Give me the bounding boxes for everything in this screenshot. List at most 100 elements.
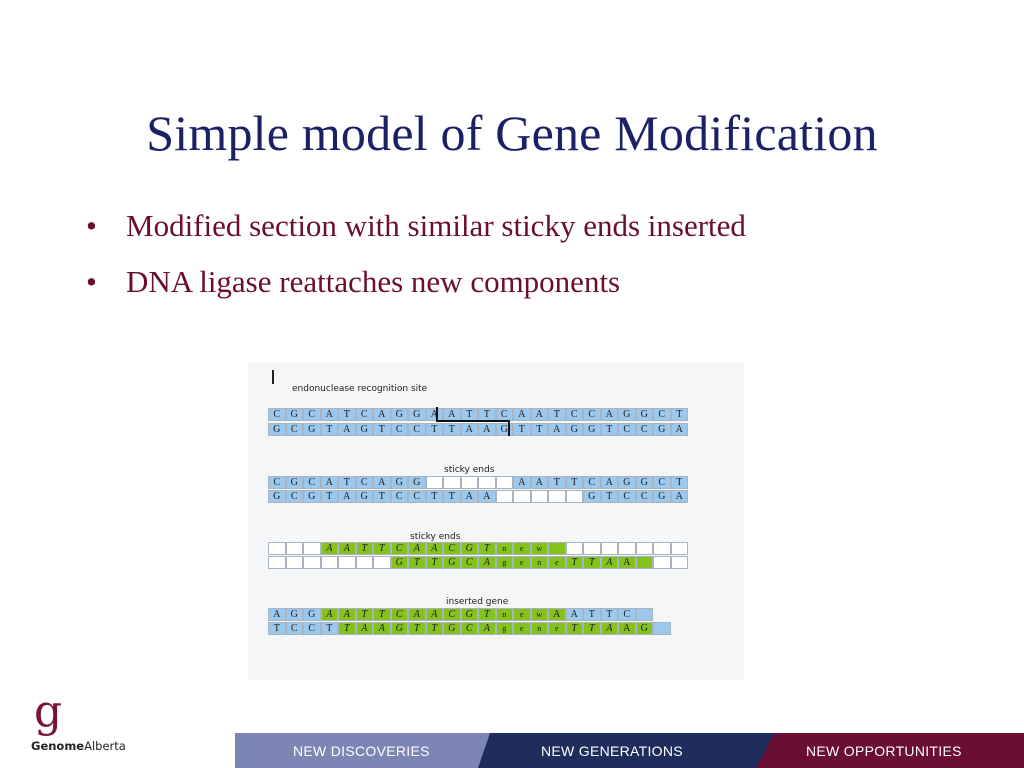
logo-wordmark: GenomeAlberta: [31, 739, 126, 753]
nucleotide-cell: A: [565, 608, 583, 621]
nucleotide-cell: G: [390, 408, 408, 421]
nucleotide-cell: A: [600, 408, 618, 421]
nucleotide-cell: [653, 556, 671, 569]
bullet-dot-icon: •: [86, 264, 97, 299]
nucleotide-cell: T: [320, 423, 338, 436]
nucleotide-cell: C: [285, 423, 303, 436]
nucleotide-cell: G: [443, 556, 461, 569]
nucleotide-cell: C: [583, 408, 601, 421]
nucleotide-cell: A: [670, 423, 688, 436]
nucleotide-cell: C: [443, 608, 461, 621]
nucleotide-cell: G: [408, 476, 426, 489]
nucleotide-cell: [530, 490, 548, 503]
nucleotide-cell: C: [390, 423, 408, 436]
nucleotide-cell: T: [548, 408, 566, 421]
nucleotide-cell: G: [355, 423, 373, 436]
nucleotide-cell: C: [285, 490, 303, 503]
nucleotide-cell: [548, 542, 566, 555]
bullet-text: DNA ligase reattaches new components: [126, 264, 621, 299]
nucleotide-cell: C: [268, 476, 286, 489]
nucleotide-cell: G: [285, 408, 303, 421]
nucleotide-cell: A: [548, 423, 566, 436]
nucleotide-cell: A: [618, 556, 636, 569]
nucleotide-cell: A: [600, 476, 618, 489]
nucleotide-cell: T: [425, 622, 443, 635]
nucleotide-cell: G: [408, 408, 426, 421]
nucleotide-cell: G: [443, 622, 461, 635]
nucleotide-cell: G: [460, 608, 478, 621]
nucleotide-cell: G: [390, 556, 408, 569]
nucleotide-cell: [373, 556, 391, 569]
nucleotide-cell: [635, 542, 653, 555]
footer-band-discoveries: NEW DISCOVERIES: [235, 733, 515, 768]
nucleotide-cell: A: [548, 608, 566, 621]
nucleotide-cell: C: [618, 608, 636, 621]
nucleotide-cell: A: [670, 490, 688, 503]
nucleotide-cell: T: [425, 490, 443, 503]
cut-bracket: [436, 420, 509, 422]
nucleotide-cell: w: [530, 542, 548, 555]
nucleotide-cell: A: [478, 622, 496, 635]
nucleotide-cell: G: [653, 423, 671, 436]
slide-title: Simple model of Gene Modification: [146, 105, 878, 161]
bullet-item: • DNA ligase reattaches new components: [82, 264, 842, 300]
logo-word-alberta: Alberta: [84, 739, 126, 753]
nucleotide-cell: [268, 542, 286, 555]
nucleotide-cell: T: [355, 542, 373, 555]
logo-word-genome: Genome: [31, 739, 85, 753]
nucleotide-cell: G: [635, 622, 653, 635]
nucleotide-cell: G: [583, 423, 601, 436]
nucleotide-cell: [460, 476, 478, 489]
nucleotide-cell: A: [408, 608, 426, 621]
nucleotide-cell: [600, 542, 618, 555]
nucleotide-cell: [268, 556, 286, 569]
nucleotide-cell: A: [338, 608, 356, 621]
nucleotide-cell: A: [513, 476, 531, 489]
nucleotide-cell: T: [320, 622, 338, 635]
nucleotide-cell: A: [425, 542, 443, 555]
nucleotide-cell: G: [303, 608, 321, 621]
nucleotide-cell: T: [478, 608, 496, 621]
nucleotide-cell: C: [390, 490, 408, 503]
nucleotide-cell: A: [478, 423, 496, 436]
nucleotide-cell: [548, 490, 566, 503]
nucleotide-cell: C: [460, 622, 478, 635]
nucleotide-cell: A: [373, 408, 391, 421]
nucleotide-cell: [338, 556, 356, 569]
nucleotide-cell: A: [355, 622, 373, 635]
nucleotide-cell: T: [670, 476, 688, 489]
nucleotide-cell: G: [618, 476, 636, 489]
nucleotide-cell: n: [530, 622, 548, 635]
nucleotide-cell: T: [425, 556, 443, 569]
nucleotide-cell: A: [338, 490, 356, 503]
nucleotide-cell: G: [495, 423, 513, 436]
nucleotide-cell: w: [530, 608, 548, 621]
nucleotide-cell: G: [565, 423, 583, 436]
nucleotide-cell: A: [320, 542, 338, 555]
nucleotide-cell: C: [495, 408, 513, 421]
nucleotide-cell: T: [565, 556, 583, 569]
nucleotide-cell: [443, 476, 461, 489]
nucleotide-cell: [583, 542, 601, 555]
nucleotide-cell: T: [408, 556, 426, 569]
nucleotide-cell: T: [338, 408, 356, 421]
nucleotide-cell: G: [285, 476, 303, 489]
nucleotide-cell: T: [443, 490, 461, 503]
nucleotide-cell: e: [513, 542, 531, 555]
nucleotide-cell: [565, 542, 583, 555]
nucleotide-cell: G: [268, 423, 286, 436]
nucleotide-cell: A: [600, 556, 618, 569]
nucleotide-cell: T: [600, 608, 618, 621]
nucleotide-cell: C: [653, 408, 671, 421]
nucleotide-cell: A: [338, 542, 356, 555]
nucleotide-cell: [670, 542, 688, 555]
nucleotide-cell: G: [635, 408, 653, 421]
nucleotide-cell: C: [303, 476, 321, 489]
nucleotide-cell: C: [268, 408, 286, 421]
